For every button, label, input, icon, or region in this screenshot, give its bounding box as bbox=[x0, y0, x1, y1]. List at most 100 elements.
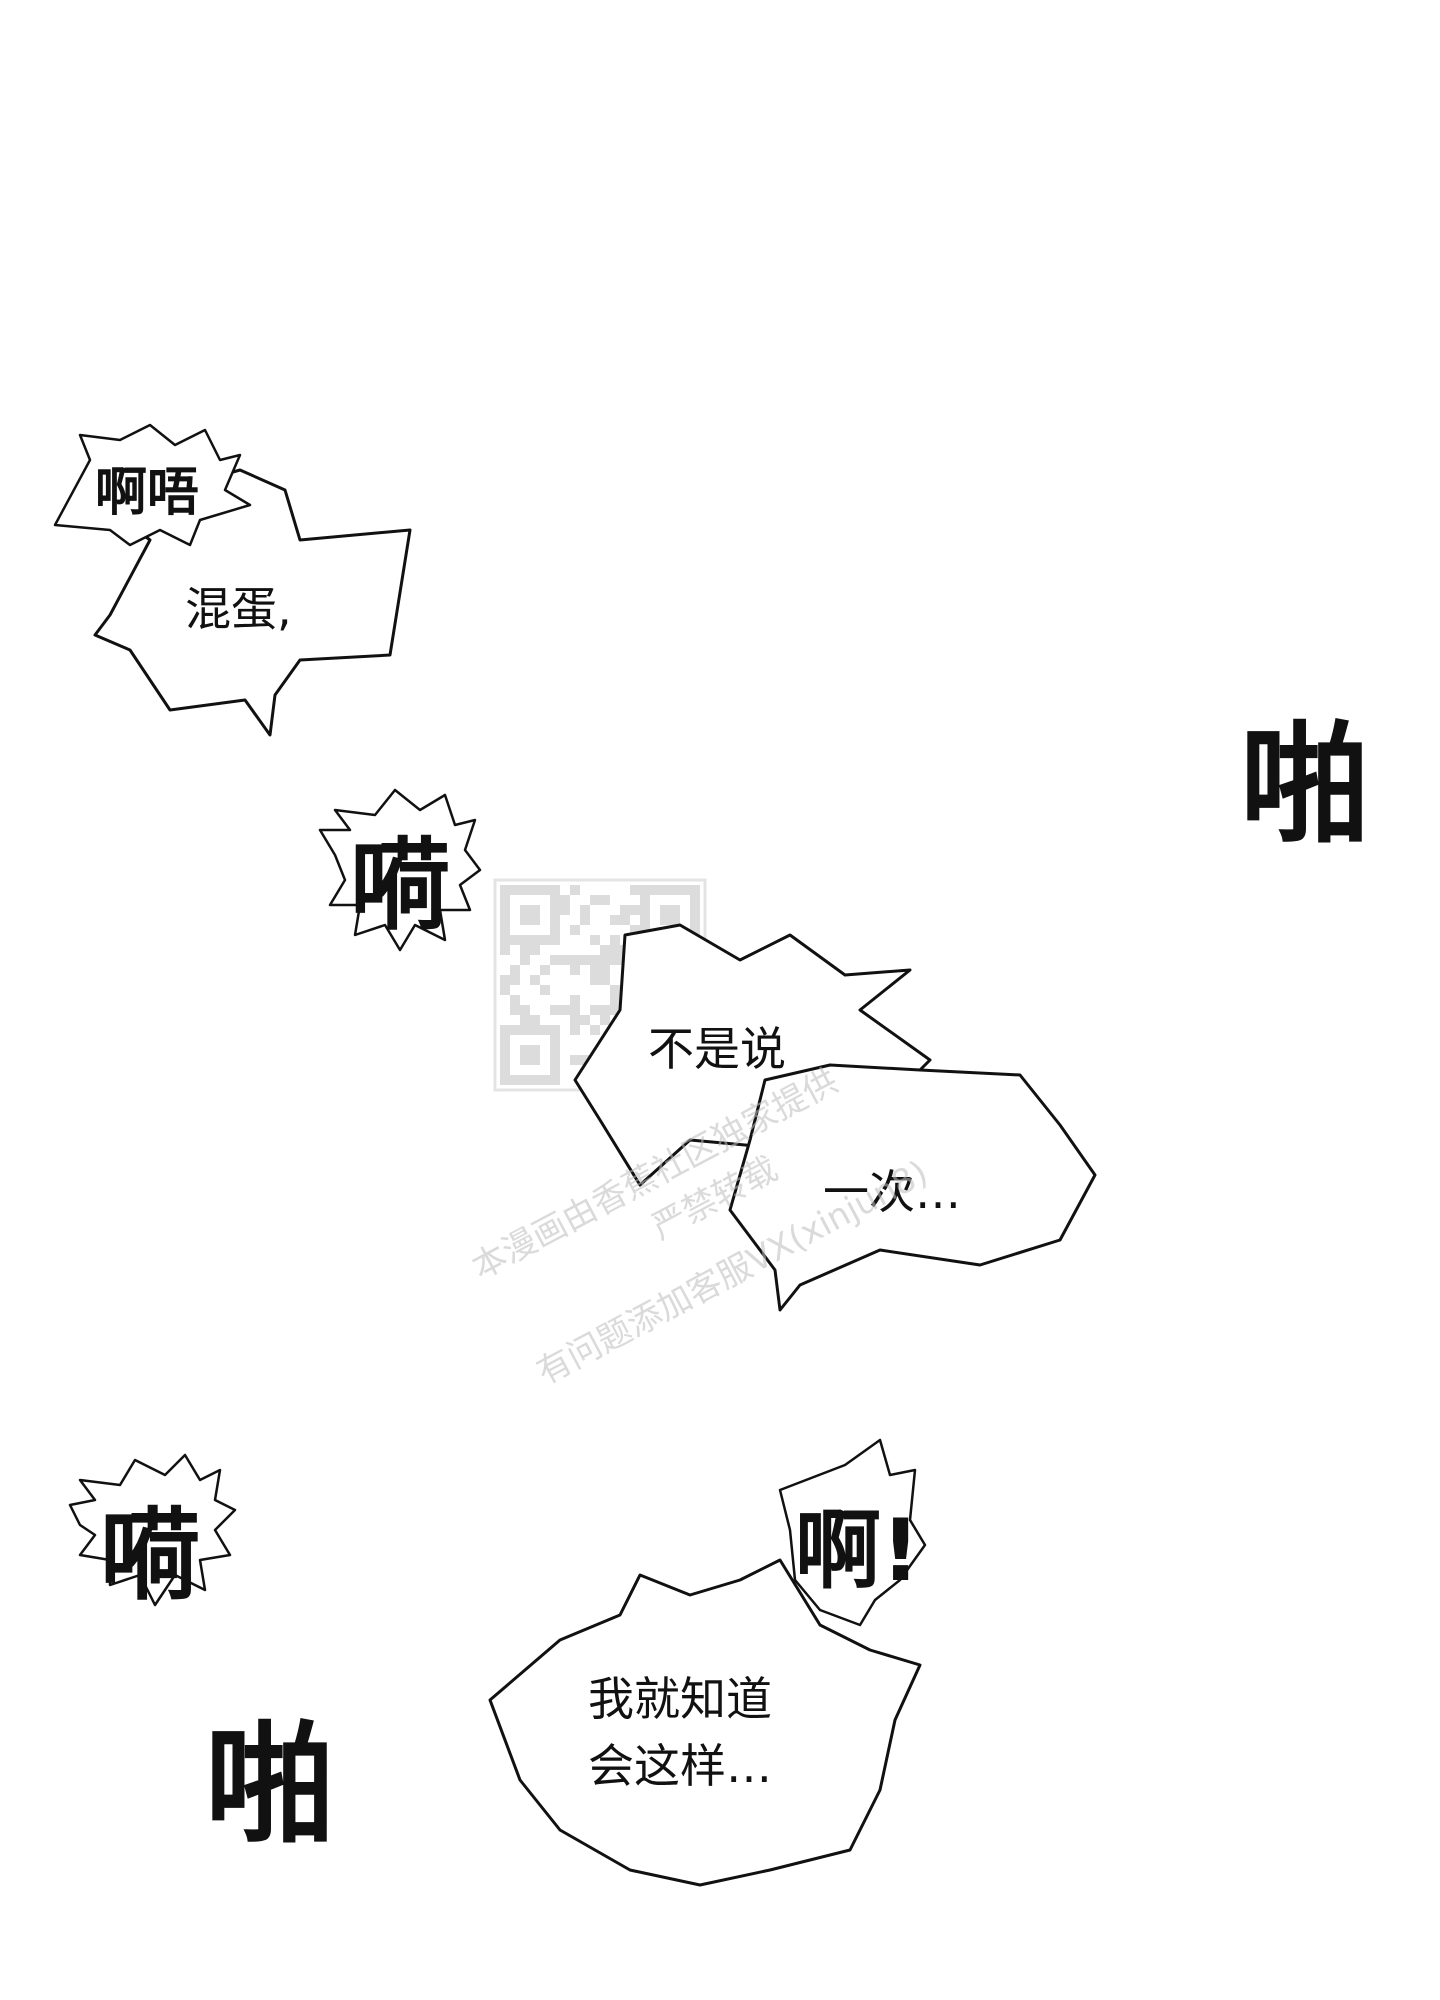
qr-cell bbox=[530, 905, 540, 915]
qr-cell bbox=[530, 975, 540, 985]
qr-cell bbox=[630, 905, 640, 915]
qr-cell bbox=[520, 1025, 530, 1035]
qr-cell bbox=[570, 1055, 580, 1065]
qr-cell bbox=[580, 915, 590, 925]
qr-cell bbox=[540, 885, 550, 895]
qr-cell bbox=[650, 885, 660, 895]
qr-cell bbox=[510, 1075, 520, 1085]
sfx-pa-2: 啪 bbox=[205, 1709, 335, 1861]
qr-cell bbox=[550, 1075, 560, 1085]
qr-cell bbox=[500, 915, 510, 925]
qr-cell bbox=[590, 935, 600, 945]
qr-cell bbox=[510, 1025, 520, 1035]
qr-cell bbox=[540, 965, 550, 975]
bubble-4-text-line-2: 会这样… bbox=[588, 1739, 772, 1793]
qr-cell bbox=[550, 1025, 560, 1035]
bubble-2-text: 不是说 bbox=[648, 1022, 786, 1076]
qr-cell bbox=[540, 985, 550, 995]
qr-cell bbox=[600, 955, 610, 965]
qr-cell bbox=[570, 955, 580, 965]
bubble-1-text: 混蛋, bbox=[185, 582, 292, 636]
qr-cell bbox=[510, 975, 520, 985]
qr-cell bbox=[520, 935, 530, 945]
qr-cell bbox=[570, 1015, 580, 1025]
qr-cell bbox=[630, 925, 640, 935]
qr-cell bbox=[620, 905, 630, 915]
qr-cell bbox=[560, 905, 570, 915]
qr-cell bbox=[500, 1065, 510, 1075]
qr-cell bbox=[600, 975, 610, 985]
qr-cell bbox=[550, 895, 560, 905]
qr-cell bbox=[600, 1015, 610, 1025]
qr-cell bbox=[530, 1025, 540, 1035]
qr-cell bbox=[590, 965, 600, 975]
qr-cell bbox=[600, 1005, 610, 1015]
qr-cell bbox=[500, 1035, 510, 1045]
qr-cell bbox=[680, 885, 690, 895]
sfx-burst-awu: 啊唔 bbox=[53, 423, 252, 547]
qr-cell bbox=[610, 915, 620, 925]
sfx-burst-ji-1: 嗬 bbox=[318, 788, 482, 952]
qr-cell bbox=[590, 1025, 600, 1035]
qr-cell bbox=[550, 935, 560, 945]
qr-cell bbox=[590, 895, 600, 905]
qr-cell bbox=[560, 955, 570, 965]
qr-cell bbox=[530, 915, 540, 925]
qr-cell bbox=[500, 905, 510, 915]
sfx-burst-ji-2: 嗬 bbox=[68, 1453, 237, 1614]
qr-cell bbox=[550, 955, 560, 965]
qr-cell bbox=[510, 935, 520, 945]
qr-cell bbox=[580, 1055, 590, 1065]
qr-cell bbox=[610, 945, 620, 955]
qr-cell bbox=[510, 885, 520, 895]
qr-cell bbox=[500, 975, 510, 985]
qr-cell bbox=[500, 895, 510, 905]
bubble-4-text-line-1: 我就知道 bbox=[588, 1672, 772, 1726]
qr-cell bbox=[520, 1045, 530, 1055]
qr-cell bbox=[510, 965, 520, 975]
qr-cell bbox=[570, 925, 580, 935]
qr-cell bbox=[590, 955, 600, 965]
qr-cell bbox=[500, 1025, 510, 1035]
qr-cell bbox=[610, 955, 620, 965]
qr-cell bbox=[530, 945, 540, 955]
qr-cell bbox=[500, 945, 510, 955]
sfx-pa-1-text: 啪 bbox=[1240, 709, 1370, 861]
sfx-ji-2-text: 嗬 bbox=[100, 1497, 200, 1614]
qr-cell bbox=[520, 955, 530, 965]
qr-cell bbox=[520, 885, 530, 895]
qr-cell bbox=[530, 1045, 540, 1055]
qr-cell bbox=[520, 1075, 530, 1085]
qr-cell bbox=[670, 905, 680, 915]
qr-cell bbox=[690, 895, 700, 905]
speech-bubble-3: 一次… bbox=[728, 1063, 1097, 1312]
bubble-3-text: 一次… bbox=[823, 1165, 961, 1219]
qr-cell bbox=[640, 905, 650, 915]
qr-cell bbox=[530, 1055, 540, 1065]
qr-cell bbox=[640, 915, 650, 925]
qr-cell bbox=[550, 885, 560, 895]
qr-cell bbox=[550, 1035, 560, 1045]
qr-cell bbox=[550, 1065, 560, 1075]
qr-cell bbox=[630, 885, 640, 895]
qr-cell bbox=[610, 995, 620, 1005]
qr-cell bbox=[610, 935, 620, 945]
qr-cell bbox=[530, 885, 540, 895]
qr-cell bbox=[610, 985, 620, 995]
qr-cell bbox=[500, 885, 510, 895]
qr-cell bbox=[560, 895, 570, 905]
qr-cell bbox=[550, 925, 560, 935]
qr-cell bbox=[540, 1025, 550, 1035]
sfx-pa-2-text: 啪 bbox=[205, 1709, 335, 1861]
qr-cell bbox=[520, 1055, 530, 1065]
qr-cell bbox=[520, 905, 530, 915]
qr-cell bbox=[660, 915, 670, 925]
qr-cell bbox=[600, 895, 610, 905]
qr-cell bbox=[570, 885, 580, 895]
speech-bubble-4: 我就知道 会这样… bbox=[488, 1558, 922, 1887]
qr-cell bbox=[540, 1075, 550, 1085]
qr-cell bbox=[570, 1005, 580, 1015]
qr-cell bbox=[550, 1045, 560, 1055]
qr-cell bbox=[590, 975, 600, 985]
